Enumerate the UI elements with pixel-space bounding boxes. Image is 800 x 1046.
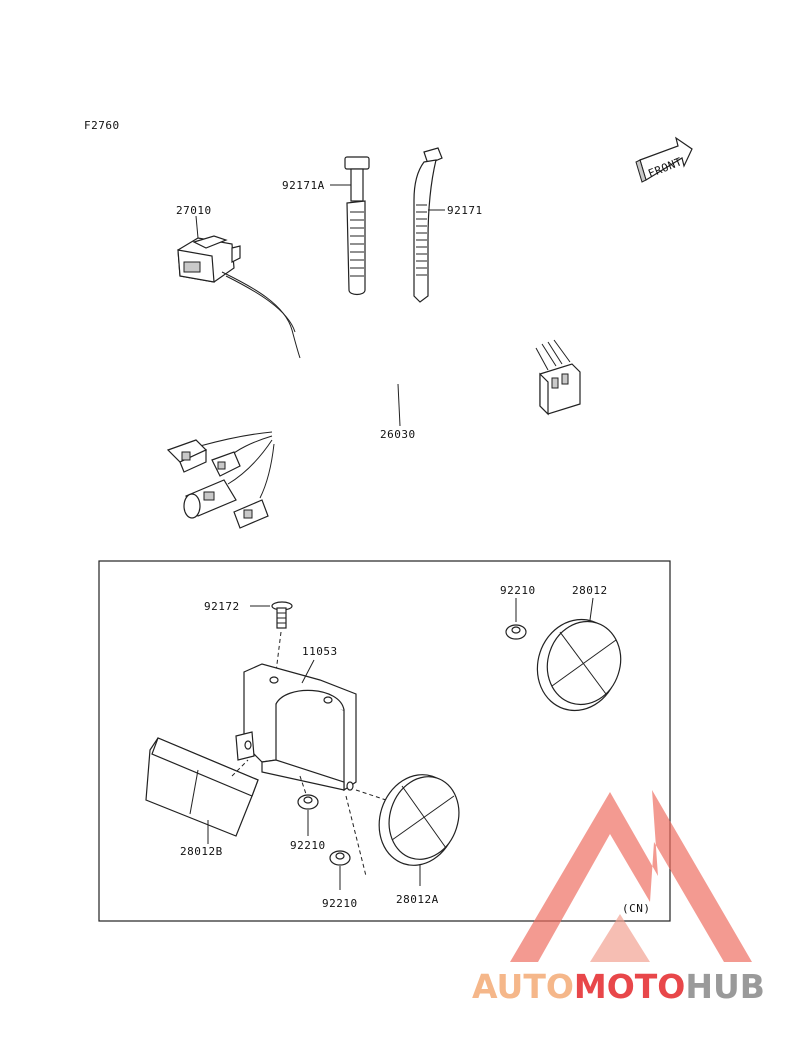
callout-92171: 92171: [447, 204, 483, 217]
watermark-logo-icon: [510, 790, 752, 962]
assembly-line-screw: [275, 631, 282, 673]
part-28012-reflector: [536, 618, 622, 712]
watermark-auto: AUTO: [472, 967, 574, 1006]
leader-26030: [397, 383, 401, 427]
callout-27010: 27010: [176, 204, 212, 217]
part-92210-nut-top: [505, 624, 527, 640]
part-28012B-reflector: [145, 737, 259, 837]
part-92171-cable-tie: [413, 147, 443, 303]
part-28012A-reflector: [378, 774, 460, 866]
watermark-text: AUTOMOTOHUB: [472, 967, 765, 1006]
callout-28012A: 28012A: [396, 893, 439, 906]
figure-code: F2760: [84, 119, 120, 132]
part-11053-bracket: [235, 663, 357, 792]
part-92210-nut-bot: [329, 850, 351, 866]
callout-92210-mid: 92210: [290, 839, 326, 852]
callout-92171A: 92171A: [282, 179, 325, 192]
watermark-moto: MOTO: [574, 967, 685, 1006]
callout-28012B: 28012B: [180, 845, 223, 858]
part-92210-nut-mid: [297, 794, 319, 810]
part-27010-switch: [177, 235, 301, 359]
part-26030-harness: [166, 325, 581, 529]
leader-28012: [589, 597, 594, 621]
watermark-hub: HUB: [685, 967, 765, 1006]
kit-frame: [98, 560, 671, 922]
region-note: (CN): [622, 902, 651, 915]
callout-28012: 28012: [572, 584, 608, 597]
callout-92210-top: 92210: [500, 584, 536, 597]
assembly-line-mid: [299, 775, 307, 795]
part-92172-screw: [271, 601, 293, 629]
leader-11053: [301, 659, 315, 684]
part-92171A-strap: [344, 156, 370, 296]
leader-27010: [195, 215, 199, 239]
front-arrow-icon: FRONT: [635, 136, 693, 183]
assembly-line-round: [355, 789, 387, 801]
callout-11053: 11053: [302, 645, 338, 658]
callout-26030: 26030: [380, 428, 416, 441]
callout-92172: 92172: [204, 600, 240, 613]
assembly-line-rect: [231, 759, 249, 777]
assembly-line-bot: [345, 795, 367, 877]
callout-92210-bot: 92210: [322, 897, 358, 910]
